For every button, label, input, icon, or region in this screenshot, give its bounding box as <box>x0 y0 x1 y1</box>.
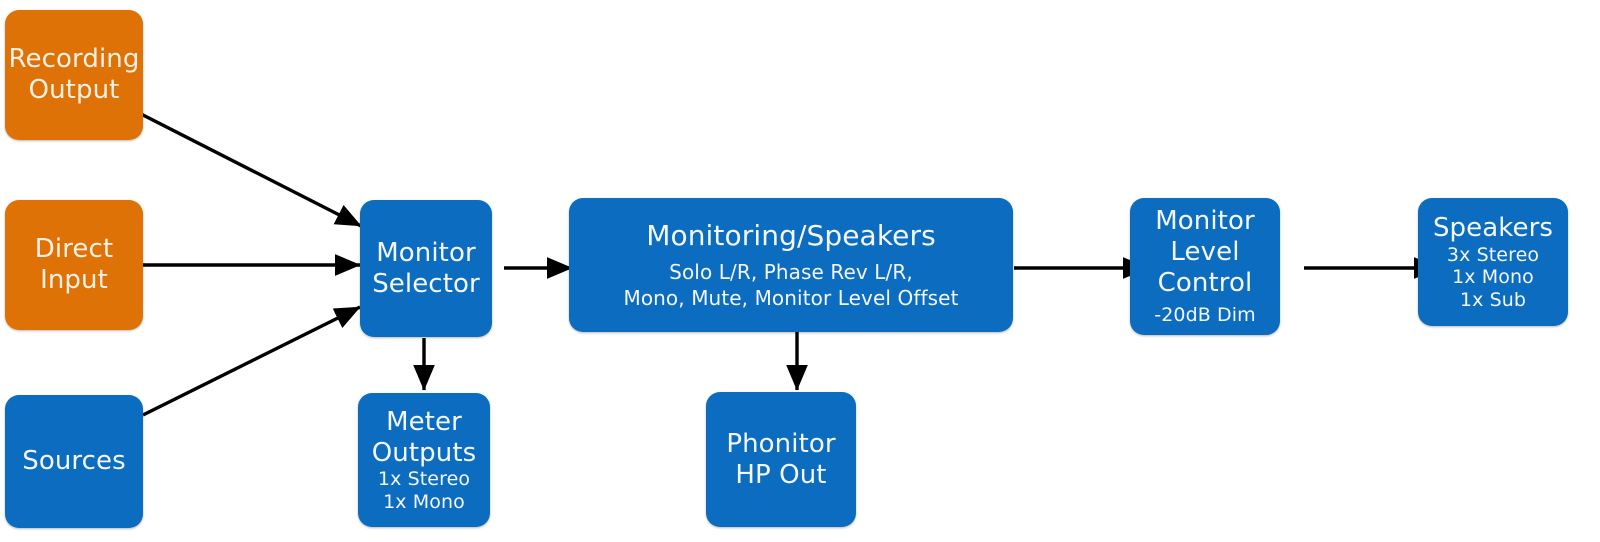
node-speakers-title-line-1: Speakers <box>1432 213 1554 244</box>
node-sources-title-line-1: Sources <box>22 446 126 477</box>
node-monitor-level-control-title-line-2: Level <box>1170 236 1240 267</box>
node-direct-input-title-line-1: Direct <box>34 234 114 265</box>
node-monitor-level-control-title-line-3: Control <box>1157 267 1253 298</box>
node-recording-output-title-line-2: Output <box>28 75 120 105</box>
node-sources[interactable]: Sources <box>5 395 143 528</box>
node-monitoring-speakers[interactable]: Monitoring/Speakers Solo L/R, Phase Rev … <box>569 198 1013 332</box>
node-meter-outputs-title-line-2: Outputs <box>371 437 477 468</box>
node-speakers-sub-line-2: 1x Mono <box>1452 266 1534 289</box>
node-recording-output-title-line-1: Recording <box>8 44 140 75</box>
node-monitor-selector-title-line-1: Monitor <box>376 237 476 268</box>
node-meter-outputs[interactable]: Meter Outputs 1x Stereo 1x Mono <box>358 393 490 527</box>
node-meter-outputs-title-line-1: Meter <box>386 406 462 437</box>
node-monitor-level-control[interactable]: Monitor Level Control -20dB Dim <box>1130 198 1280 335</box>
node-speakers-sub-line-3: 1x Sub <box>1459 288 1527 311</box>
node-monitor-selector[interactable]: Monitor Selector <box>360 200 492 337</box>
node-direct-input[interactable]: Direct Input <box>5 200 143 330</box>
edge-recording-output-to-monitor-selector <box>140 112 362 228</box>
node-monitoring-speakers-sub-line-2: Mono, Mute, Monitor Level Offset <box>623 285 959 310</box>
node-speakers[interactable]: Speakers 3x Stereo 1x Mono 1x Sub <box>1418 198 1568 326</box>
node-phonitor-hp-out[interactable]: Phonitor HP Out <box>706 392 856 527</box>
node-monitor-selector-title-line-2: Selector <box>372 268 480 299</box>
node-phonitor-hp-out-title-line-1: Phonitor <box>726 428 836 459</box>
node-direct-input-title-line-2: Input <box>40 265 108 295</box>
node-meter-outputs-sub-line-2: 1x Mono <box>383 490 465 513</box>
node-phonitor-hp-out-title-line-2: HP Out <box>735 459 827 490</box>
node-monitoring-speakers-title-line-1: Monitoring/Speakers <box>646 219 936 253</box>
node-monitor-level-control-sub-line-1: -20dB Dim <box>1154 304 1256 327</box>
edge-sources-to-monitor-selector <box>142 305 361 417</box>
node-speakers-sub-line-1: 3x Stereo <box>1446 243 1540 266</box>
node-monitoring-speakers-sub-line-1: Solo L/R, Phase Rev L/R, <box>669 259 913 284</box>
node-meter-outputs-sub-line-1: 1x Stereo <box>377 468 471 491</box>
node-monitor-level-control-title-line-1: Monitor <box>1155 206 1255 237</box>
node-recording-output[interactable]: Recording Output <box>5 10 143 140</box>
